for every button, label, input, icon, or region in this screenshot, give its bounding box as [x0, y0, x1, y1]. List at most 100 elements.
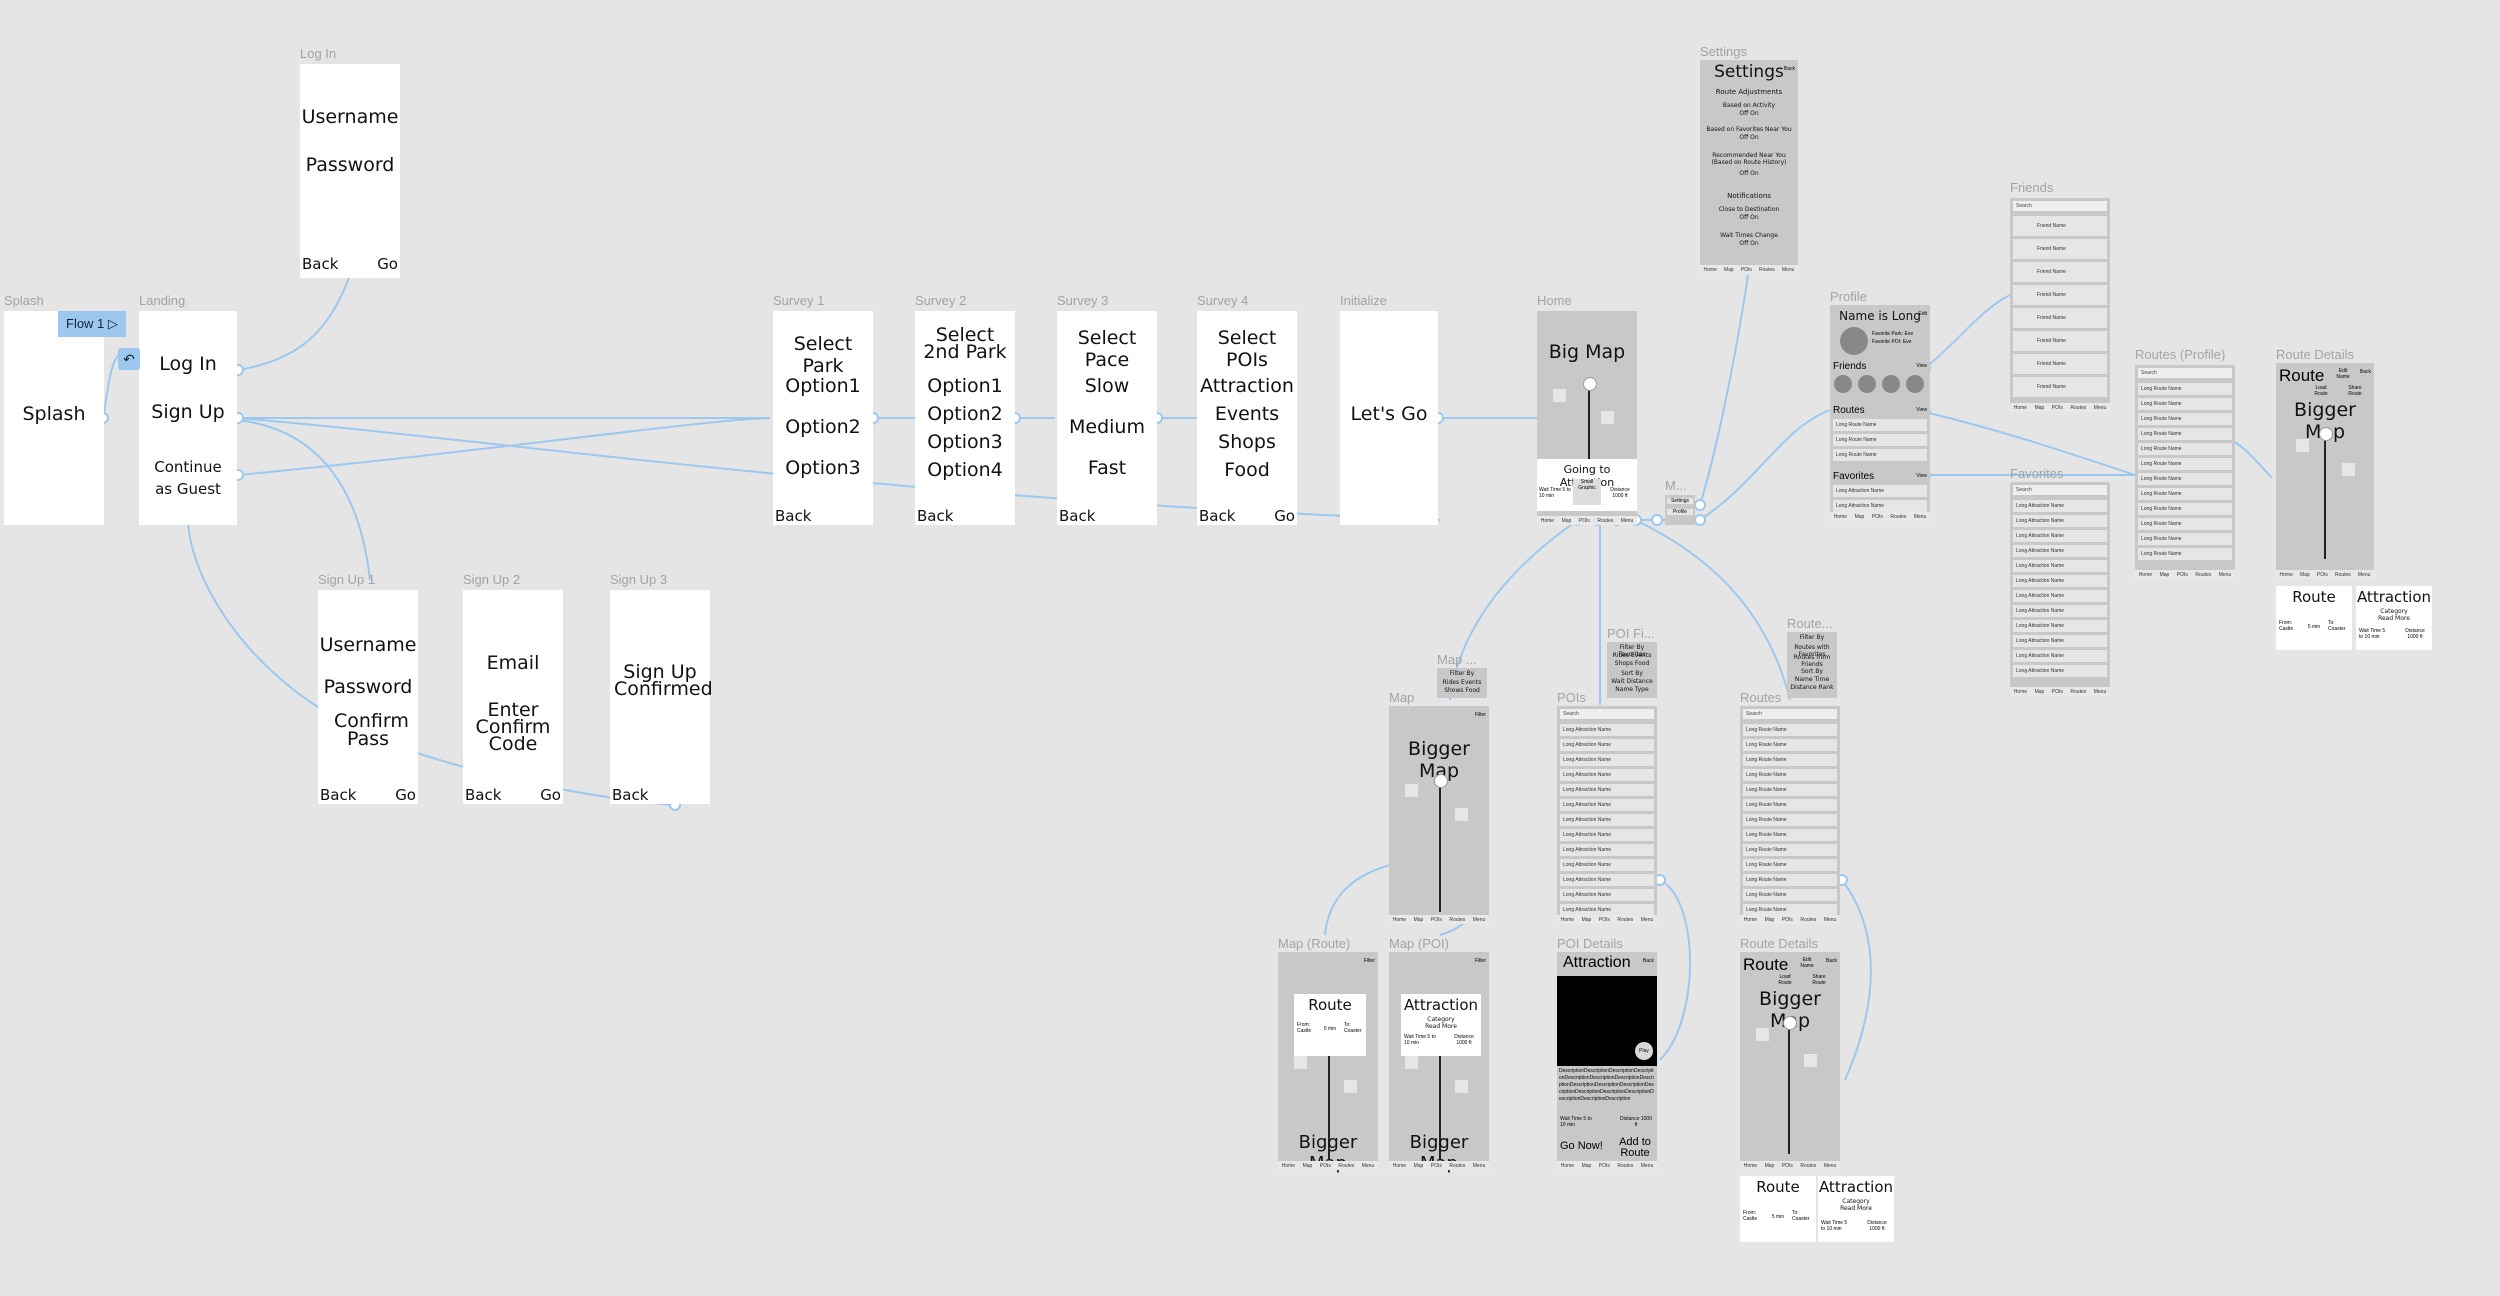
map-marker[interactable]	[1804, 1054, 1817, 1067]
profile-frame[interactable]: Name is Long Edit Favorite Park: Eve Fav…	[1830, 305, 1930, 521]
list-item[interactable]: Long Route Name	[1743, 784, 1837, 796]
survey4-option-food[interactable]: Food	[1224, 459, 1270, 481]
tab-map[interactable]: Map	[2034, 404, 2045, 411]
list-item[interactable]: Long Route Name	[2138, 458, 2232, 470]
tab-pois[interactable]: POIs	[2176, 571, 2188, 578]
tab-routes[interactable]: Routes	[1617, 916, 1634, 923]
tab-pois[interactable]: POIs	[1781, 916, 1793, 923]
settings-toggle[interactable]: Off On	[1739, 134, 1759, 141]
poi-sort-option[interactable]: Wait Distance	[1611, 678, 1653, 685]
survey4-go-button[interactable]: Go	[1274, 507, 1295, 525]
survey4-back-button[interactable]: Back	[1199, 507, 1236, 525]
map-marker[interactable]	[1455, 1080, 1468, 1093]
tab-routes[interactable]: Routes	[2070, 404, 2087, 411]
tab-routes[interactable]: Routes	[1890, 513, 1907, 520]
list-item[interactable]: Long Route Name	[1833, 419, 1927, 431]
pois-frame[interactable]: Search Long Attraction Name Long Attract…	[1557, 706, 1657, 924]
go-now-button[interactable]: Go Now!	[1560, 1140, 1603, 1152]
survey4-option-attraction[interactable]: Attraction	[1200, 375, 1294, 397]
tab-routes[interactable]: Routes	[1338, 1162, 1355, 1169]
profile-routes-view[interactable]: View	[1916, 407, 1927, 413]
tab-menu[interactable]: Menu	[2357, 571, 2371, 578]
map-marker[interactable]	[1601, 411, 1614, 424]
poi-filter-popup[interactable]: Filter By Favorites Rides Events Shops F…	[1607, 642, 1657, 698]
list-item[interactable]: Long Attraction Name	[2013, 560, 2107, 572]
map-route-card[interactable]: Route From: Castle 5 min To: Coaster	[1294, 994, 1366, 1056]
tab-home[interactable]: Home	[1743, 916, 1758, 923]
settings-toggle[interactable]: Off On	[1739, 240, 1759, 247]
list-item[interactable]: Long Attraction Name	[1560, 889, 1654, 901]
signup2-go-button[interactable]: Go	[540, 786, 561, 804]
list-item[interactable]: Long Route Name	[2138, 443, 2232, 455]
map-route-filter-button[interactable]: Filter	[1363, 958, 1375, 964]
list-item[interactable]: Long Attraction Name	[1560, 904, 1654, 916]
list-item[interactable]: Long Attraction Name	[2013, 590, 2107, 602]
tab-home[interactable]: Home	[1560, 916, 1575, 923]
tab-pois[interactable]: POIs	[1740, 266, 1752, 273]
list-item[interactable]: Long Attraction Name	[1560, 784, 1654, 796]
tab-home[interactable]: Home	[1392, 916, 1407, 923]
tab-menu[interactable]: Menu	[1361, 1162, 1375, 1169]
tab-home[interactable]: Home	[1743, 1162, 1758, 1169]
signup1-username-field[interactable]: Username	[319, 634, 417, 656]
list-item[interactable]: Long Route Name	[1743, 799, 1837, 811]
settings-toggle[interactable]: Off On	[1739, 110, 1759, 117]
map-marker[interactable]	[1405, 1056, 1418, 1069]
route-details-load-button[interactable]: Load Route	[1778, 974, 1792, 986]
map-marker[interactable]	[2296, 439, 2309, 452]
friend-avatar[interactable]	[1906, 375, 1924, 393]
tab-routes[interactable]: Routes	[1800, 1162, 1817, 1169]
landing-frame[interactable]: Log In Sign Up Continue as Guest	[139, 311, 237, 525]
login-go-button[interactable]: Go	[377, 255, 398, 273]
menu-profile-item[interactable]: Profile	[1667, 509, 1693, 515]
signup-button[interactable]: Sign Up	[151, 401, 225, 423]
tab-pois[interactable]: POIs	[2051, 688, 2063, 695]
route-details-top-attraction-card[interactable]: Attraction Category Read More Wait Time …	[2356, 586, 2432, 650]
list-item[interactable]: Long Route Name	[1833, 449, 1927, 461]
friend-avatar[interactable]	[1834, 375, 1852, 393]
play-icon[interactable]: Play	[1635, 1042, 1653, 1060]
list-item[interactable]: Long Route Name	[1743, 889, 1837, 901]
survey2-option-4[interactable]: Option4	[927, 459, 1003, 481]
tab-routes[interactable]: Routes	[1758, 266, 1775, 273]
signup1-password-field[interactable]: Password	[323, 676, 413, 698]
routes-frame[interactable]: Search Long Route Name Long Route Name L…	[1740, 706, 1840, 924]
routes-search-input[interactable]: Search	[1743, 709, 1837, 719]
signup1-confirm-field[interactable]: Confirm Pass	[334, 710, 409, 750]
survey3-frame[interactable]: Select Pace Slow Medium Fast Back	[1057, 311, 1157, 525]
profile-favorites-view[interactable]: View	[1916, 473, 1927, 479]
guest-button[interactable]: Continue as Guest	[154, 458, 222, 498]
list-item[interactable]: Friend Name	[2013, 262, 2107, 282]
tab-pois[interactable]: POIs	[1871, 513, 1883, 520]
signup1-back-button[interactable]: Back	[320, 786, 357, 804]
list-item[interactable]: Long Attraction Name	[2013, 665, 2107, 677]
tab-pois[interactable]: POIs	[1430, 1162, 1442, 1169]
tab-routes[interactable]: Routes	[2070, 688, 2087, 695]
list-item[interactable]: Long Attraction Name	[1560, 874, 1654, 886]
list-item[interactable]: Long Attraction Name	[2013, 650, 2107, 662]
favorites-frame[interactable]: Search Long Attraction Name Long Attract…	[2010, 482, 2110, 696]
tab-home[interactable]: Home	[1392, 1162, 1407, 1169]
list-item[interactable]: Long Attraction Name	[1560, 829, 1654, 841]
list-item[interactable]: Long Attraction Name	[1833, 485, 1927, 497]
tab-home[interactable]: Home	[2138, 571, 2153, 578]
route-details-edit-button[interactable]: Edit Name	[1800, 957, 1814, 969]
tab-routes[interactable]: Routes	[1617, 1162, 1634, 1169]
tab-pois[interactable]: POIs	[1598, 1162, 1610, 1169]
tab-routes[interactable]: Routes	[1597, 517, 1614, 524]
tab-pois[interactable]: POIs	[2051, 404, 2063, 411]
poi-details-back-button[interactable]: Back	[1642, 958, 1654, 964]
map-marker[interactable]	[1455, 808, 1468, 821]
list-item[interactable]: Long Attraction Name	[1560, 844, 1654, 856]
list-item[interactable]: Long Route Name	[2138, 518, 2232, 530]
list-item[interactable]: Long Attraction Name	[1560, 724, 1654, 736]
survey4-option-events[interactable]: Events	[1214, 403, 1280, 425]
survey1-option-3[interactable]: Option3	[785, 457, 861, 479]
profile-edit-button[interactable]: Edit	[1918, 311, 1927, 317]
tab-menu[interactable]: Menu	[2093, 404, 2107, 411]
favorites-search-input[interactable]: Search	[2013, 485, 2107, 495]
route-details-top-route-card[interactable]: Route From: Castle 5 min To: Coaster	[2276, 586, 2352, 650]
signup2-frame[interactable]: Email Enter Confirm Code Back Go	[463, 590, 563, 804]
home-frame[interactable]: Big Map Going to Attraction Wait Time 5 …	[1537, 311, 1637, 525]
login-back-button[interactable]: Back	[302, 255, 339, 273]
